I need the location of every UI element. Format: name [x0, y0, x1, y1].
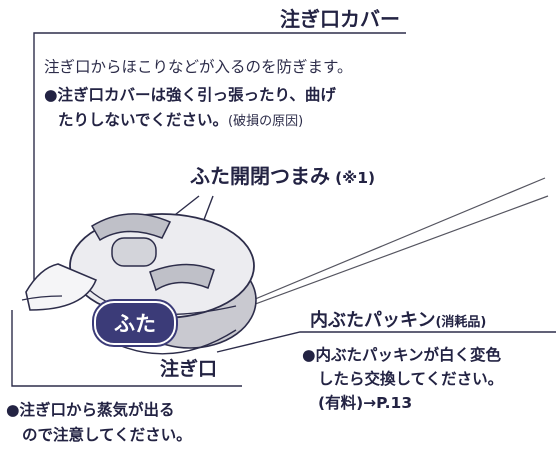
spout-cover-title: 注ぎ口カバー [280, 7, 400, 31]
spout-cover-warning-2-bold: たりしないでください。 [58, 111, 229, 129]
leader-inner-packing [216, 331, 556, 353]
spout-cover-warning-2-note: (破損の原因) [228, 114, 304, 129]
spout-cover-warning-1: ●注ぎ口カバーは強く引っ張ったり、曲げ [44, 86, 336, 104]
inner-packing-title: 内ぶたパッキン [310, 310, 436, 331]
lid-knob-slots [90, 213, 215, 292]
inner-packing-line-3: (有料)→P.13 [318, 394, 413, 412]
lid-knob-label: ふた開閉つまみ (※1) [190, 166, 375, 187]
leader-spout-cover [33, 32, 406, 286]
spout-warning-2: ので注意してください。 [22, 426, 192, 444]
spout-title: 注ぎ口 [160, 358, 218, 380]
inner-packing-line-2: したら交換してください。 [318, 370, 504, 388]
spout-shape [25, 263, 98, 311]
spout-cover-warning-2: たりしないでください。(破損の原因) [58, 112, 303, 129]
lid-knob-note: (※1) [335, 169, 376, 187]
leader-spout [11, 310, 242, 387]
spout-warning-1: ●注ぎ口から蒸気が出る [6, 401, 175, 419]
spout-cover-desc: 注ぎ口からほこりなどが入るのを防ぎます。 [44, 58, 353, 76]
inner-packing-label: 内ぶたパッキン(消耗品) [310, 312, 486, 330]
pointer-lines [247, 177, 549, 307]
inner-packing-title-note: (消耗品) [435, 315, 487, 330]
lid-packing-ring [107, 329, 237, 355]
inner-packing-line-1: ●内ぶたパッキンが白く変色 [302, 346, 502, 364]
lid-badge: ふた [94, 301, 176, 345]
spout-tip [21, 295, 63, 301]
lid-knob-title: ふた開閉つまみ [190, 164, 330, 188]
